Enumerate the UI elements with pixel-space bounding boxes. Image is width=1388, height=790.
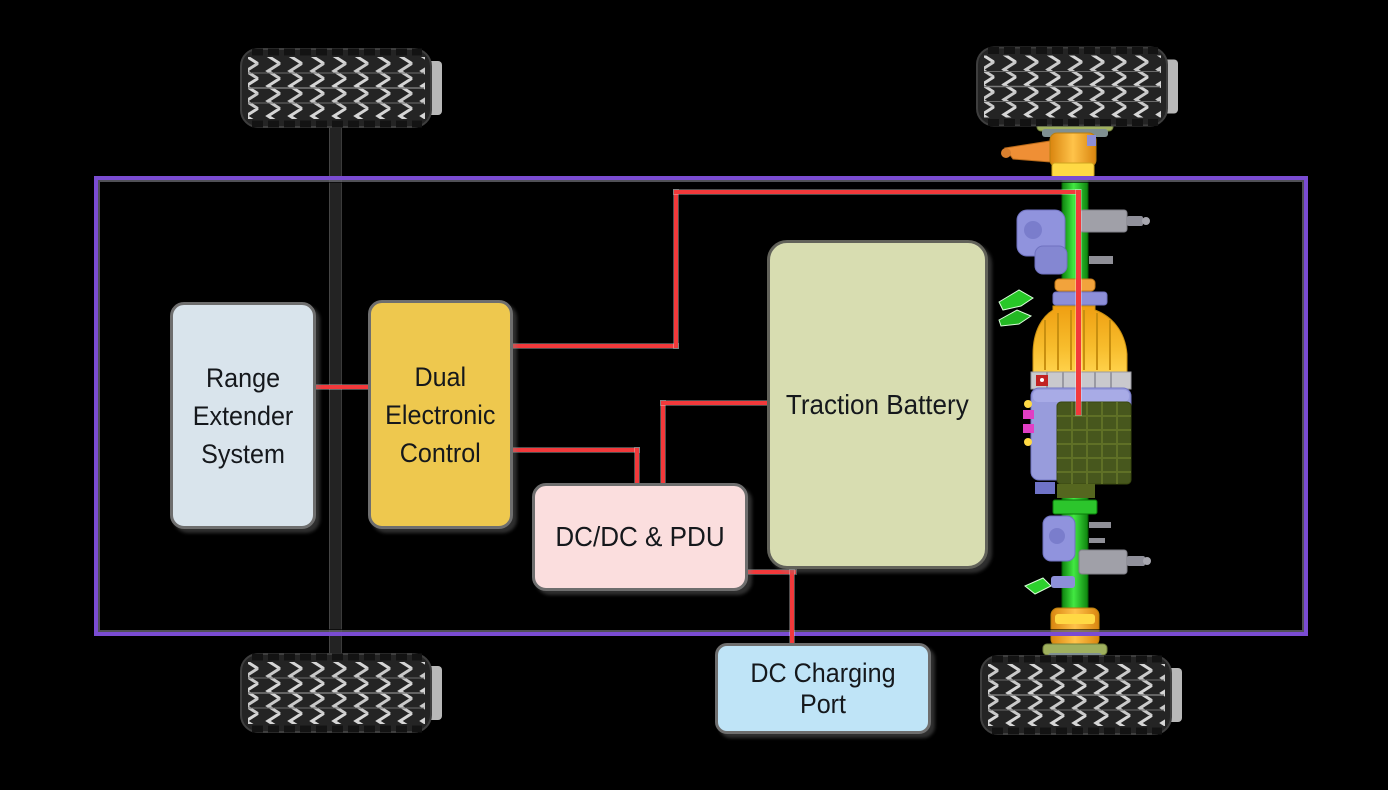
wire-dual-to-eaxle-h1 (505, 344, 678, 348)
tire-front-right-icon (976, 45, 1180, 128)
dual-electronic-control-box: Dual Electronic Control (368, 300, 513, 529)
wire-dual-to-dcdc-v (635, 448, 639, 486)
upper-suspension-bracket (1016, 209, 1150, 275)
dual-electronic-control-label: Dual Electronic Control (385, 361, 496, 468)
front-axle-line (329, 126, 342, 657)
wire-dcdc-to-port-v (790, 570, 794, 647)
traction-battery-label: Traction Battery (786, 388, 969, 420)
lower-shaft-assembly (1024, 499, 1151, 595)
traction-battery-box: Traction Battery (767, 240, 988, 569)
wire-dual-to-dcdc-h (505, 448, 639, 452)
wire-dcdc-to-port-h (740, 570, 796, 574)
gearbox-and-inverter (1023, 387, 1132, 498)
range-extender-system-box: Range Extender System (170, 302, 316, 529)
wire-dual-to-eaxle-v (674, 190, 678, 348)
tire-rear-left-icon (240, 653, 444, 733)
tire-front-left-icon (240, 48, 444, 128)
dc-charging-port-box: DC Charging Port (715, 643, 931, 734)
dcdc-pdu-label: DC/DC & PDU (555, 521, 725, 552)
range-extender-system-label: Range Extender System (192, 362, 294, 469)
motor-flange-band (1030, 371, 1132, 390)
wire-dual-to-eaxle-h2 (674, 190, 1080, 194)
wire-dcdc-to-battery-v (661, 401, 665, 485)
dcdc-pdu-box: DC/DC & PDU (532, 483, 748, 591)
wire-dcdc-to-battery-h (661, 401, 771, 405)
wire-range-to-dual (306, 385, 370, 389)
dc-charging-port-label: DC Charging Port (750, 657, 896, 719)
wire-eaxle-drop (1076, 190, 1081, 415)
tire-rear-right-icon (980, 655, 1184, 735)
